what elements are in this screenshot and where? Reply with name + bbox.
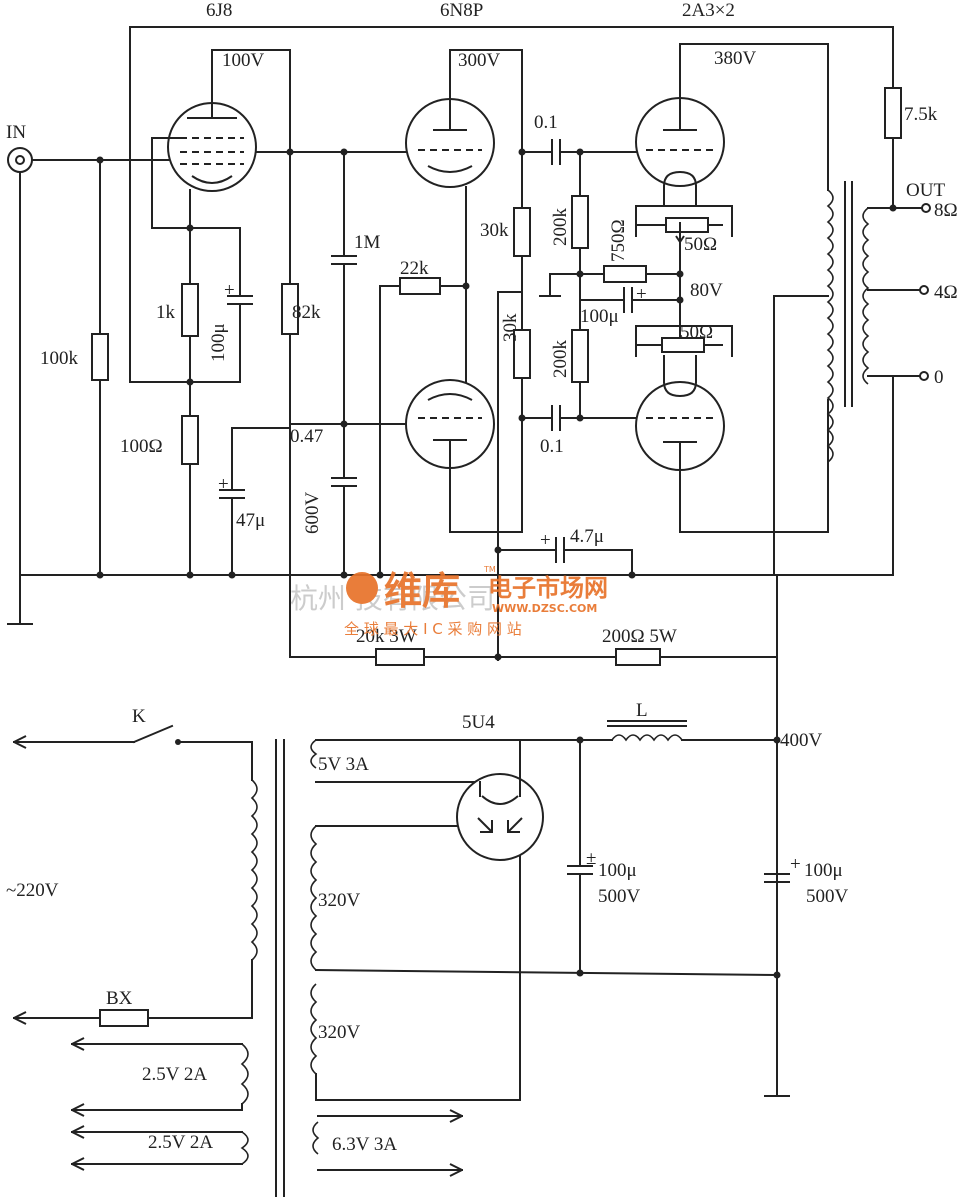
label-4ohm: 4Ω xyxy=(934,282,958,303)
potentiometer-50ohm-a[interactable] xyxy=(665,217,709,233)
label-30k-a: 30k xyxy=(480,220,509,241)
svg-text:±: ± xyxy=(586,848,596,869)
watermark-slogan: 全 球 最 大 I C 采 购 网 站 xyxy=(344,620,522,638)
label-30k-b: 30k xyxy=(500,313,521,342)
label-50ohm-b: 50Ω xyxy=(680,322,713,343)
tube-6n8p-upper xyxy=(405,49,523,287)
tap-8ohm-terminal[interactable] xyxy=(921,203,931,213)
label-in: IN xyxy=(6,122,26,143)
label-200ohm-5w: 200Ω 5W xyxy=(602,626,677,647)
label-filter1-cap: 100μ xyxy=(598,860,637,881)
label-1m: 1M xyxy=(354,232,381,253)
label-0: 0 xyxy=(934,367,944,388)
label-filter2-volt: 500V xyxy=(806,886,849,907)
resistor-100k xyxy=(91,333,109,381)
label-80v: 80V xyxy=(690,280,723,301)
resistor-30k-a xyxy=(513,207,531,257)
label-5v-3a: 5V 3A xyxy=(318,754,369,775)
watermark-brand: 维库 xyxy=(384,569,460,613)
watermark-url: WWW.DZSC.COM xyxy=(492,602,597,615)
label-750ohm: 750Ω xyxy=(608,219,629,262)
label-100u-b: 100μ xyxy=(580,306,619,327)
resistor-200k-a xyxy=(571,195,589,249)
label-20k-3w: 20k 3W xyxy=(356,626,417,647)
resistor-200ohm-5w xyxy=(615,648,661,666)
svg-text:+: + xyxy=(224,280,235,301)
label-4-7u: 4.7μ xyxy=(570,526,604,547)
resistor-200k-b xyxy=(571,329,589,383)
resistor-7-5k xyxy=(884,87,902,139)
label-600v: 600V xyxy=(302,492,323,535)
tube-2a3-lower xyxy=(635,355,725,533)
svg-text:+: + xyxy=(790,854,801,875)
label-5u4: 5U4 xyxy=(462,712,495,733)
b-plus-top-rail xyxy=(129,26,894,383)
label-22k: 22k xyxy=(400,258,429,279)
label-320v-b: 320V xyxy=(318,1022,361,1043)
label-2a3x2: 2A3×2 xyxy=(682,0,735,21)
label-switch-k: K xyxy=(132,706,146,727)
resistor-20k-3w xyxy=(375,648,425,666)
label-01-b: 0.1 xyxy=(540,436,564,457)
label-100ohm: 100Ω xyxy=(120,436,163,457)
choke-l xyxy=(607,720,778,742)
label-filter1-volt: 500V xyxy=(598,886,641,907)
label-100k: 100k xyxy=(40,348,79,369)
resistor-1k xyxy=(181,283,199,337)
tap-4ohm-terminal[interactable] xyxy=(919,285,929,295)
label-choke-l: L xyxy=(636,700,648,721)
label-6j8: 6J8 xyxy=(206,0,232,21)
label-380v: 380V xyxy=(714,48,757,69)
label-200k-b: 200k xyxy=(550,340,571,379)
label-47u: 47μ xyxy=(236,510,265,531)
label-320v-a: 320V xyxy=(318,890,361,911)
label-7-5k: 7.5k xyxy=(904,104,938,125)
label-01-a: 0.1 xyxy=(534,112,558,133)
label-82k: 82k xyxy=(292,302,321,323)
watermark-site: 电子市场网 xyxy=(488,574,608,602)
resistor-750ohm xyxy=(603,265,647,283)
fuse-bx xyxy=(99,1009,149,1027)
tube-6j8 xyxy=(151,49,291,285)
label-300v: 300V xyxy=(458,50,501,71)
watermark-company: 杭州 技有限公司 xyxy=(290,582,495,615)
label-100u: 100μ xyxy=(208,323,229,362)
svg-text:+: + xyxy=(540,530,551,551)
svg-text:+: + xyxy=(218,474,229,495)
label-100v: 100V xyxy=(222,50,265,71)
label-047: 0.47 xyxy=(290,426,323,447)
label-200k-a: 200k xyxy=(550,208,571,247)
tube-2a3-upper xyxy=(635,43,829,207)
label-fuse-bx: BX xyxy=(106,988,133,1009)
label-8ohm: 8Ω xyxy=(934,200,958,221)
label-50ohm-a: 50Ω xyxy=(684,234,717,255)
output-transformer xyxy=(826,181,870,463)
resistor-22k xyxy=(399,277,441,295)
watermark-tm: TM xyxy=(483,565,496,574)
label-6n8p: 6N8P xyxy=(440,0,483,21)
label-1k: 1k xyxy=(156,302,176,323)
label-400v: 400V xyxy=(780,730,823,751)
mains-input xyxy=(13,724,253,1027)
label-out: OUT xyxy=(906,180,945,201)
resistor-100ohm xyxy=(181,415,199,465)
svg-text:+: + xyxy=(636,284,647,305)
tube-5u4 xyxy=(456,739,544,861)
tube-6n8p-lower xyxy=(405,379,495,533)
tap-0-terminal[interactable] xyxy=(919,371,929,381)
label-2-5v-2a-b: 2.5V 2A xyxy=(148,1132,213,1153)
watermark-logo-icon xyxy=(346,572,378,604)
label-2-5v-2a-a: 2.5V 2A xyxy=(142,1064,207,1085)
input-jack[interactable] xyxy=(7,147,171,625)
label-filter2-cap: 100μ xyxy=(804,860,843,881)
watermark: 杭州 技有限公司 维库 TM 电子市场网 WWW.DZSC.COM 全 球 最 … xyxy=(290,565,608,638)
label-mains: ~220V xyxy=(6,880,59,901)
label-6-3v-3a: 6.3V 3A xyxy=(332,1134,397,1155)
